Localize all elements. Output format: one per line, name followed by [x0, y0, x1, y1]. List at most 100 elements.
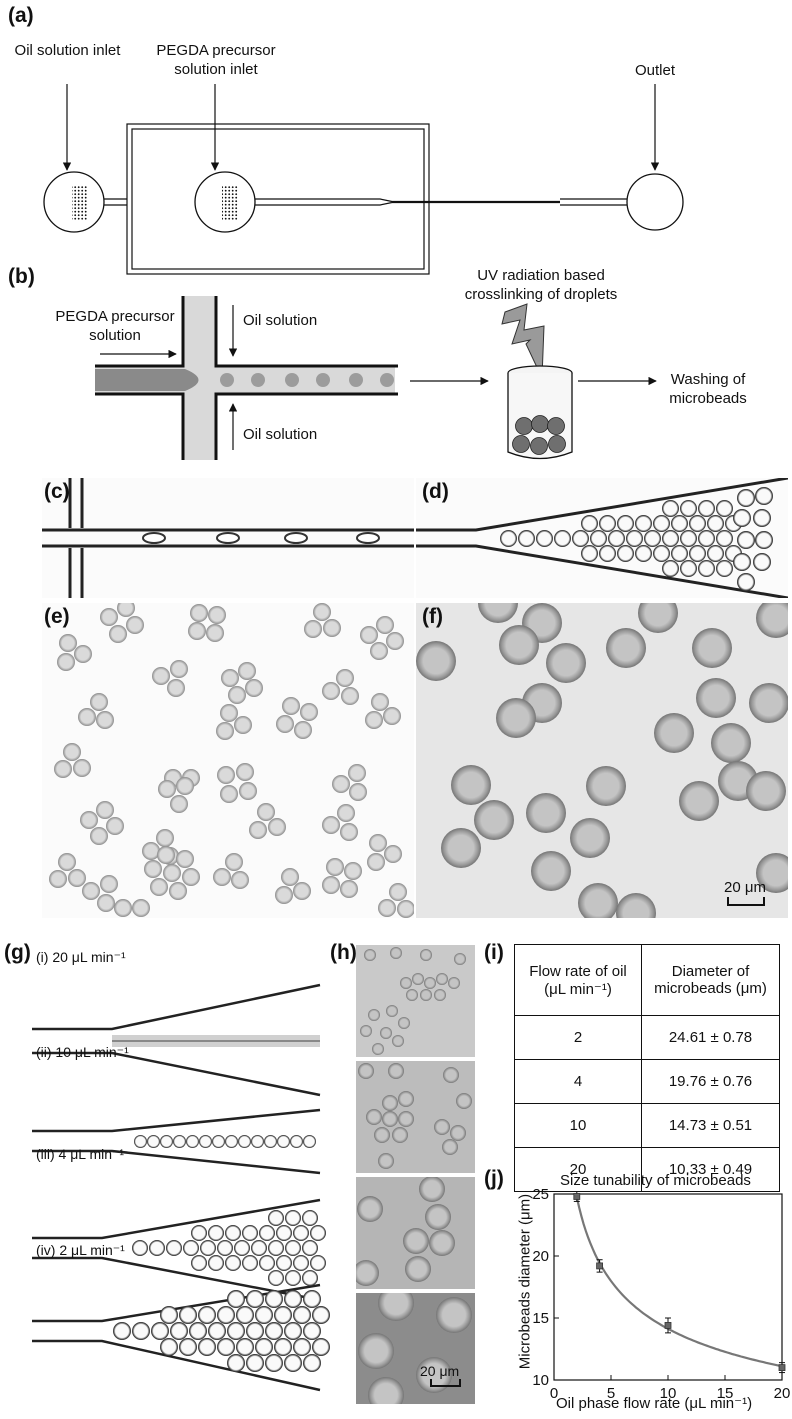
microbead	[224, 853, 243, 872]
microbead	[412, 973, 424, 985]
microbead	[616, 514, 634, 532]
chart-xlabel: Oil phase flow rate (μL min⁻¹)	[556, 1395, 753, 1412]
microbead	[398, 1017, 410, 1029]
microbead	[419, 1177, 445, 1202]
microbead	[706, 544, 724, 562]
microbead	[113, 1322, 131, 1340]
y-tick-label: 10	[532, 1372, 549, 1389]
microbead	[310, 1225, 326, 1241]
microbead	[176, 777, 195, 796]
microbead	[368, 1377, 404, 1404]
microbead	[73, 645, 92, 664]
microbead	[303, 619, 322, 638]
microbead	[157, 780, 176, 799]
microbead	[368, 834, 387, 853]
microbead	[276, 715, 295, 734]
microbead	[106, 816, 125, 835]
table-row: 10 14.73 ± 0.51	[514, 1103, 780, 1148]
microbead	[517, 529, 535, 547]
microbead	[227, 1322, 245, 1340]
microbead	[96, 711, 115, 730]
microbead	[99, 875, 118, 894]
data-point	[573, 1193, 581, 1200]
microbead	[284, 1354, 302, 1372]
microbead	[679, 781, 719, 821]
microbead	[231, 871, 250, 890]
microbead	[90, 827, 109, 846]
pegda-solution-label: PEGDA precursor solution	[55, 308, 175, 344]
microbead	[293, 1255, 309, 1271]
microbead	[166, 679, 185, 698]
microbead	[388, 883, 407, 902]
microbead	[170, 1322, 188, 1340]
microbead	[268, 1270, 284, 1286]
microbead	[96, 894, 115, 913]
microbead	[224, 1134, 238, 1148]
microbead	[679, 529, 697, 547]
microbead	[187, 622, 206, 641]
microbead	[132, 1322, 150, 1340]
microbead	[383, 845, 402, 864]
microbead	[249, 820, 268, 839]
microbead	[344, 861, 363, 880]
microbead	[607, 529, 625, 547]
microbead	[420, 989, 432, 1001]
chart-ylabel: Microbeads diameter (μm)	[516, 1193, 534, 1370]
microbead	[208, 1225, 224, 1241]
microbead	[737, 531, 755, 549]
microbead	[598, 514, 616, 532]
microbead	[697, 559, 715, 577]
microbead	[654, 713, 694, 753]
fit-curve	[575, 1197, 783, 1368]
microbead	[364, 711, 383, 730]
microbead	[397, 900, 414, 918]
microbead	[217, 1306, 235, 1324]
microbead	[242, 1255, 258, 1271]
micrograph-c	[42, 478, 414, 598]
microbead	[364, 949, 376, 961]
microbead	[450, 1125, 466, 1141]
oil-solution-bottom-label: Oil solution	[243, 426, 318, 443]
microbead	[142, 841, 161, 860]
panel-label-f: (f)	[422, 605, 443, 628]
microbead	[246, 1354, 264, 1372]
micrograph-h3	[356, 1177, 475, 1289]
microbead	[251, 1240, 267, 1256]
micrograph-f: 20 μm	[416, 603, 788, 918]
microbead	[340, 880, 359, 899]
microbead	[211, 1134, 225, 1148]
microbead	[652, 544, 670, 562]
microbead	[499, 529, 517, 547]
microbead	[276, 1255, 292, 1271]
micrograph-h1	[356, 945, 475, 1057]
microbead	[268, 1210, 284, 1226]
microbead	[425, 1204, 451, 1230]
header-diameter: Diameter of microbeads (μm)	[641, 944, 780, 1016]
microbead	[255, 1338, 273, 1356]
microbead	[753, 509, 771, 527]
microbead	[219, 703, 238, 722]
microbead	[436, 1297, 472, 1333]
microbead	[132, 1240, 148, 1256]
microbead	[370, 693, 389, 712]
microbead	[274, 1338, 292, 1356]
microbead	[152, 667, 171, 686]
microbead	[358, 1063, 374, 1079]
microbead	[302, 1240, 318, 1256]
microbead	[265, 1354, 283, 1372]
oil-solution-top-label: Oil solution	[243, 312, 318, 329]
microbead	[616, 544, 634, 562]
microbead	[370, 642, 389, 661]
microbead	[82, 882, 101, 901]
microbead	[77, 707, 96, 726]
microbead	[526, 793, 566, 833]
microbead	[285, 1240, 301, 1256]
microbead	[189, 603, 208, 622]
microbead	[531, 851, 571, 891]
microbead	[256, 803, 275, 822]
microbead	[303, 1354, 321, 1372]
micrograph-h2	[356, 1061, 475, 1173]
microbead	[434, 989, 446, 1001]
data-point	[778, 1364, 786, 1371]
microbead	[293, 1225, 309, 1241]
